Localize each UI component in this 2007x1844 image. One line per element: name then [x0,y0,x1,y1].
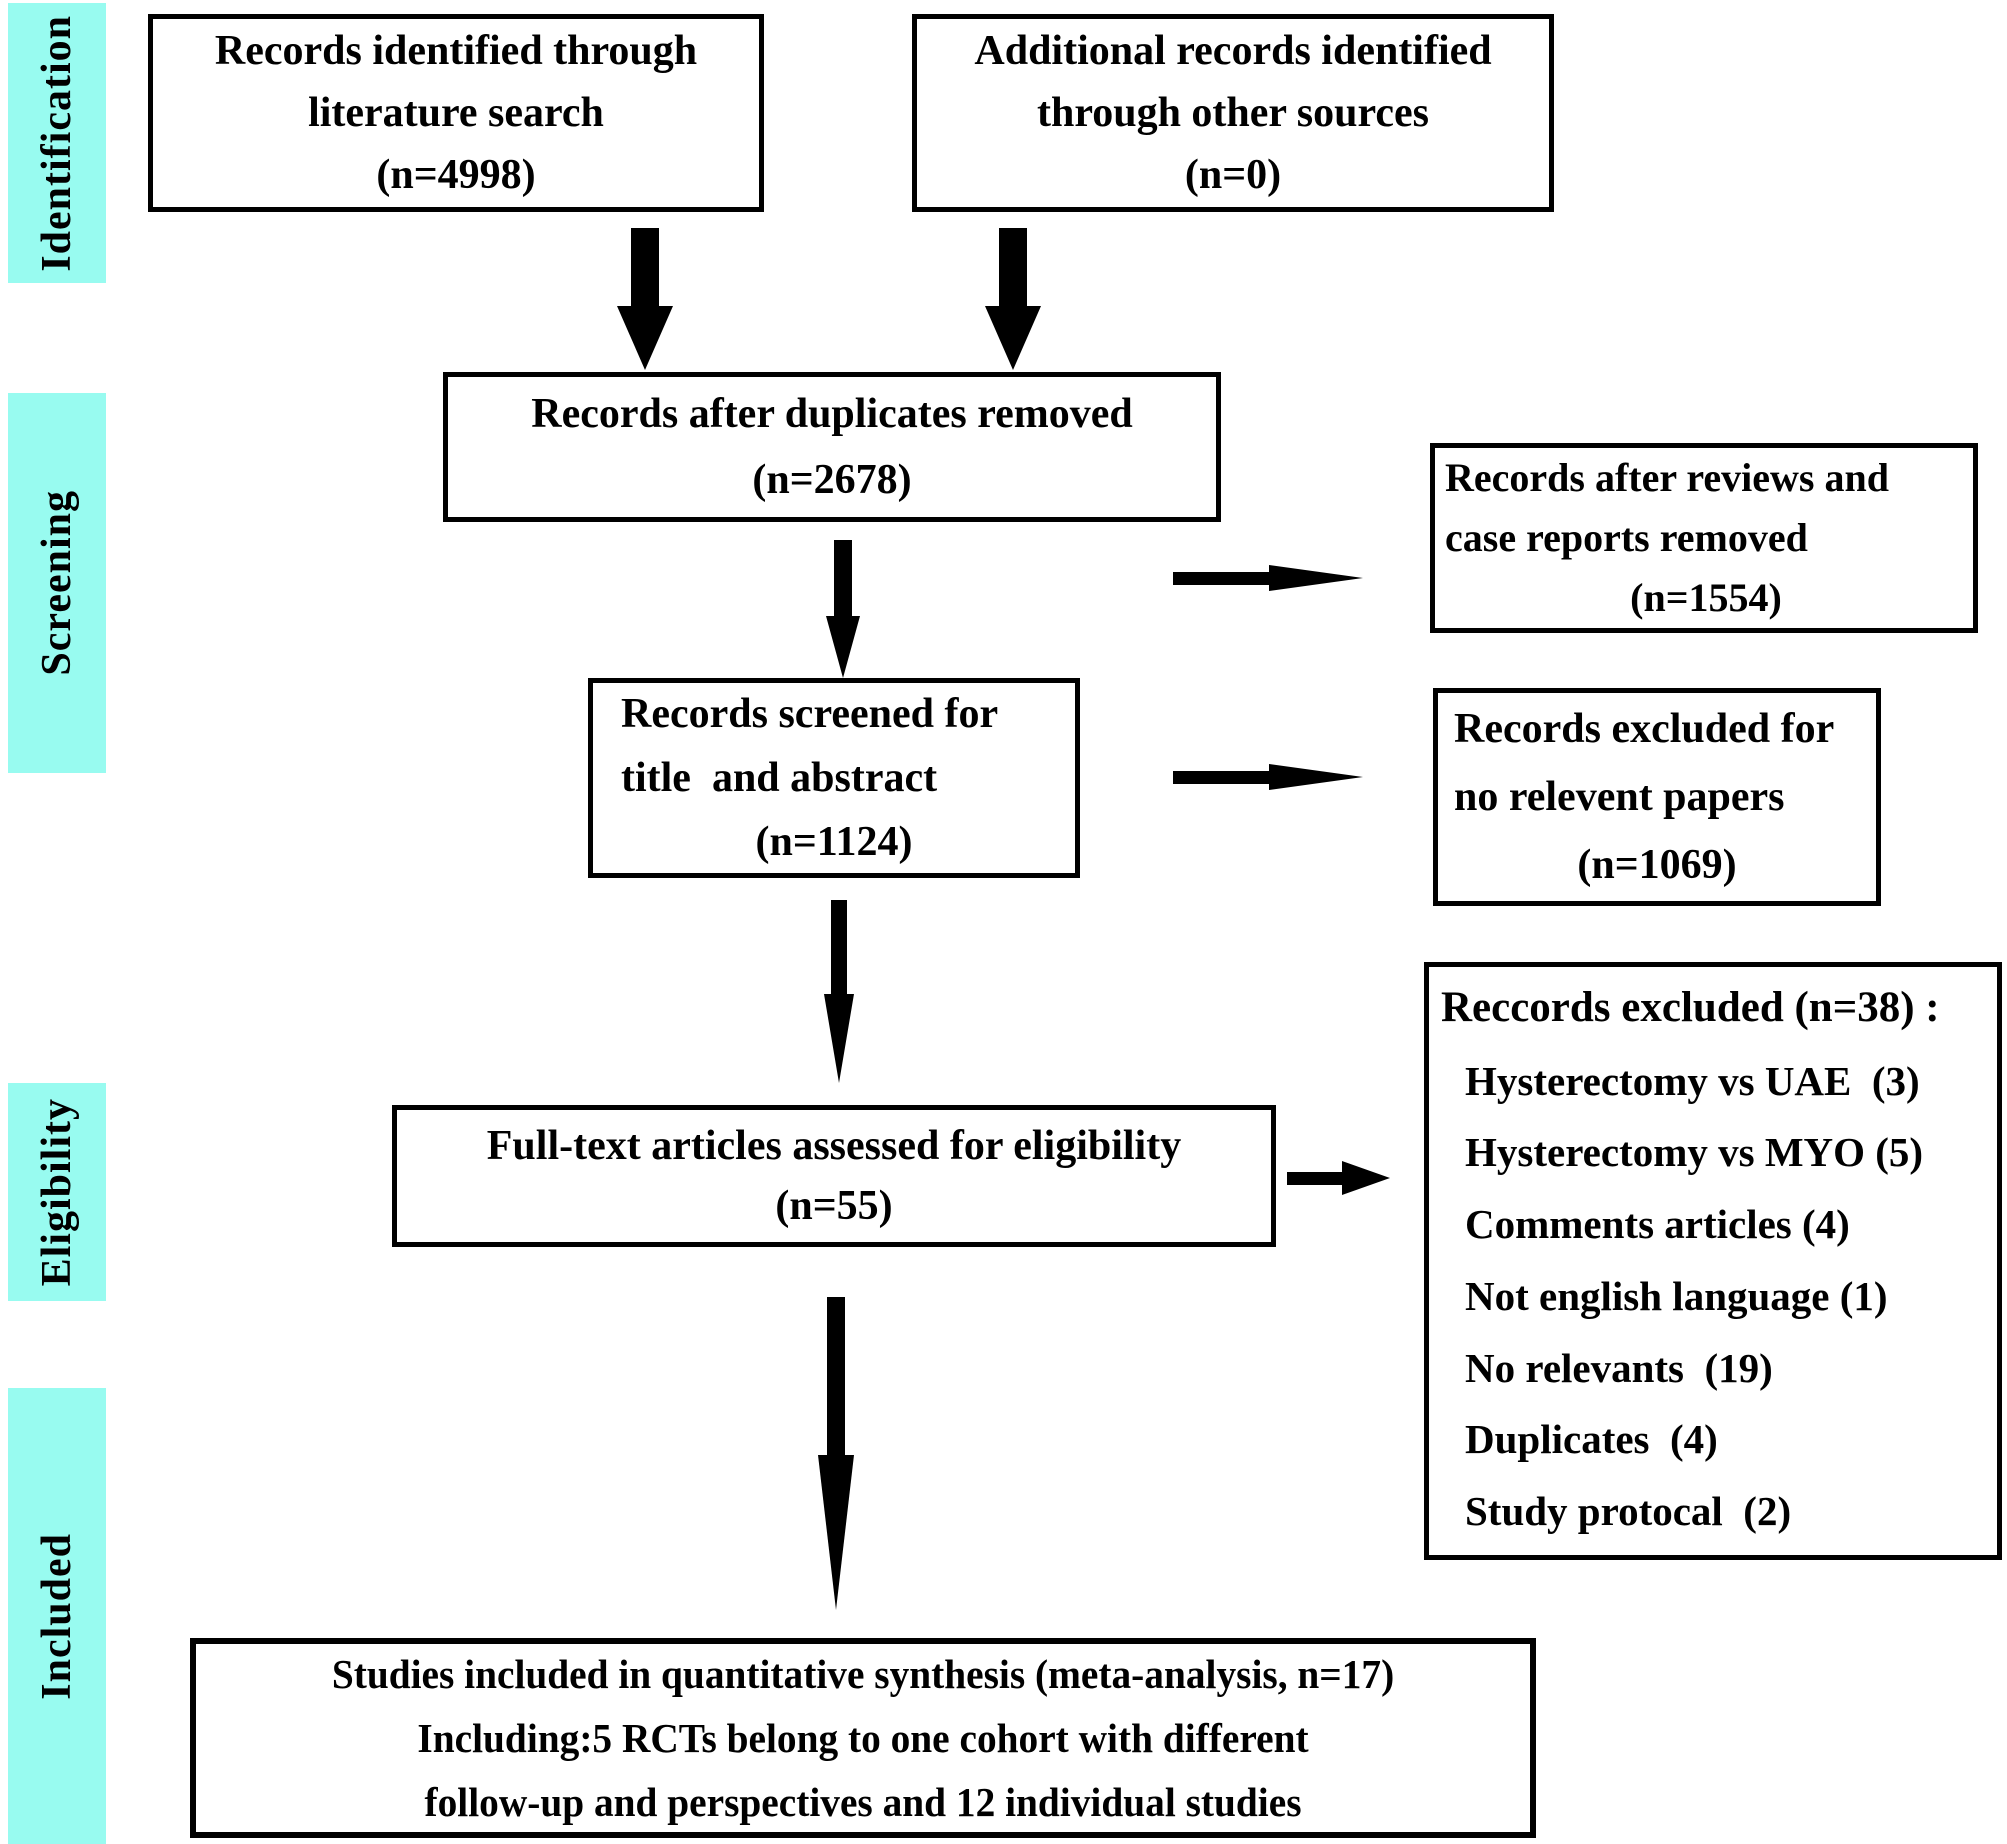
stage-screening: Screening [8,393,106,773]
box-reviews-removed: Records after reviews and case reports r… [1430,443,1978,633]
box-records-screened-count: (n=1124) [755,819,913,865]
box-included-synthesis-text: Studies included in quantitative synthes… [223,1642,1504,1834]
box-records-identified-line2: literature search [308,90,604,136]
stage-eligibility-label: Eligibility [34,1097,80,1287]
box-excluded-detail: Reccords excluded (n=38) : Hysterectomy … [1424,962,2002,1560]
box-excluded-no-relevant: Records excluded for no relevent papers … [1433,688,1881,906]
box-duplicates-removed-count: (n=2678) [752,457,912,503]
box-excluded-no-relevant-line1: Records excluded for [1454,706,1835,752]
excluded-detail-item-6: Duplicates (4) [1465,1416,1718,1463]
excluded-detail-item-7: Study protocal (2) [1465,1487,1792,1534]
stage-included-label: Included [34,1532,80,1700]
stage-included: Included [8,1388,106,1844]
box-records-identified-line1: Records identified through [214,28,698,74]
box-fulltext-assessed-line1: Full-text articles assessed for eligibil… [486,1123,1182,1169]
stage-identification-label: Identification [34,14,80,272]
excluded-detail-item-5: No relevants (19) [1465,1344,1773,1391]
box-fulltext-assessed: Full-text articles assessed for eligibil… [392,1105,1276,1247]
stage-eligibility: Eligibility [8,1083,106,1301]
excluded-detail-item-4: Not english language (1) [1465,1272,1888,1319]
box-records-identified: Records identified through literature se… [148,14,764,212]
box-duplicates-removed-line1: Records after duplicates removed [531,391,1133,437]
box-additional-records: Additional records identified through ot… [912,14,1554,212]
box-reviews-removed-line2: case reports removed [1445,515,1808,560]
box-excluded-no-relevant-line2: no relevent papers [1454,774,1785,820]
box-records-screened-line2: title and abstract [621,755,938,801]
box-duplicates-removed: Records after duplicates removed (n=2678… [443,372,1221,522]
box-additional-records-count: (n=0) [1184,152,1282,198]
box-included-synthesis-line1: Studies included in quantitative synthes… [331,1651,1395,1697]
box-reviews-removed-line1: Records after reviews and [1445,455,1889,500]
excluded-detail-item-3: Comments articles (4) [1465,1201,1850,1248]
box-records-identified-count: (n=4998) [376,152,536,198]
excluded-detail-item-1: Hysterectomy vs UAE (3) [1465,1057,1920,1104]
box-records-screened: Records screened for title and abstract … [588,678,1080,878]
stage-identification: Identification [8,3,106,283]
box-included-synthesis-line3: follow-up and perspectives and 12 indivi… [424,1779,1302,1825]
box-excluded-no-relevant-count: (n=1069) [1577,842,1737,888]
box-records-screened-line1: Records screened for [621,691,999,737]
excluded-detail-heading: Reccords excluded (n=38) : [1441,984,1940,1031]
box-included-synthesis: Studies included in quantitative synthes… [190,1638,1536,1838]
box-included-synthesis-line2: Including:5 RCTs belong to one cohort wi… [417,1715,1309,1761]
box-fulltext-assessed-count: (n=55) [775,1183,893,1229]
box-reviews-removed-count: (n=1554) [1630,575,1782,620]
excluded-detail-item-2: Hysterectomy vs MYO (5) [1465,1129,1924,1176]
box-additional-records-line2: through other sources [1036,90,1430,136]
box-additional-records-line1: Additional records identified [974,28,1492,74]
stage-screening-label: Screening [34,490,80,676]
